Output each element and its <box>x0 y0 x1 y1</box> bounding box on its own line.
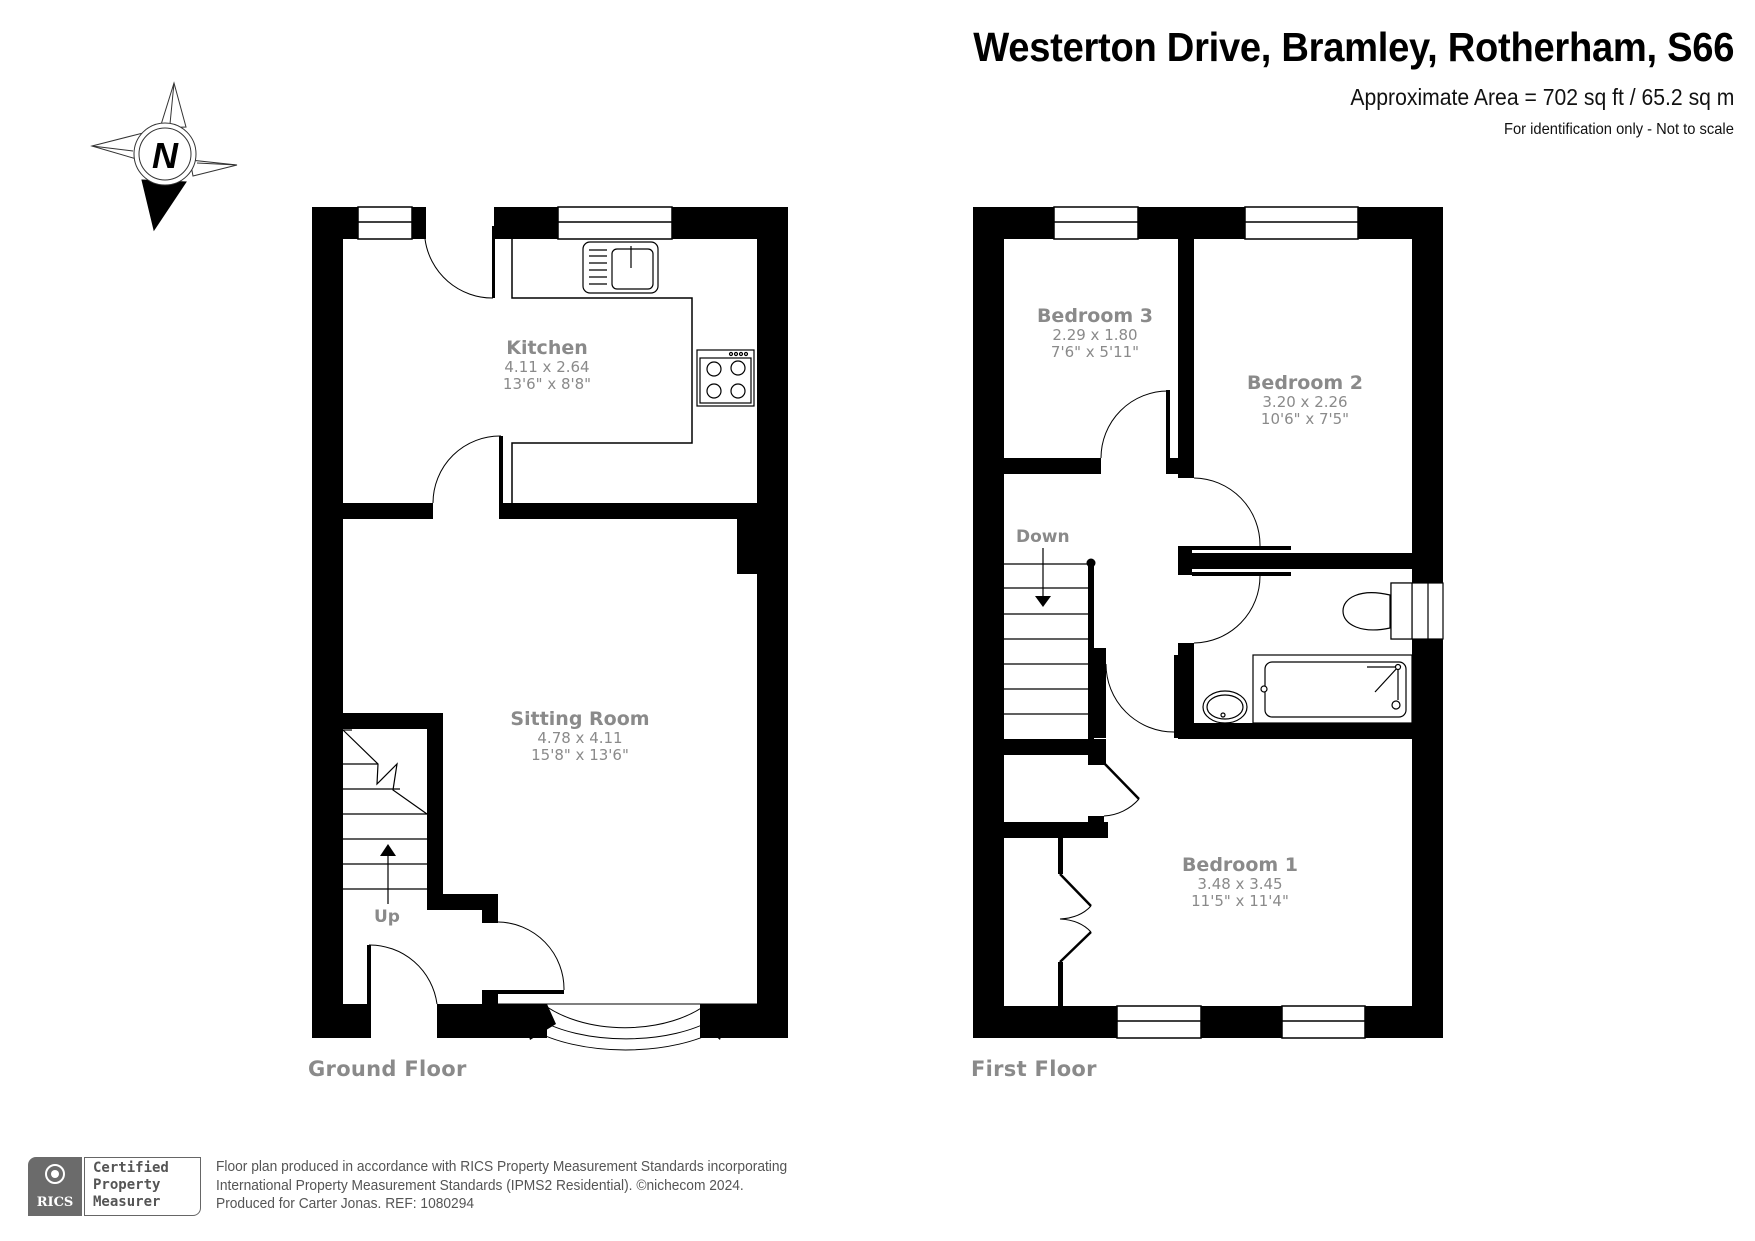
room-name: Bedroom 1 <box>1181 854 1299 876</box>
certified-measurer-label: Certified Property Measurer <box>84 1157 201 1216</box>
footer-credits: Floor plan produced in accordance with R… <box>216 1158 787 1214</box>
svg-text:N: N <box>152 135 179 176</box>
rics-logo: RICS <box>28 1157 82 1216</box>
room-dimensions-imperial: 11'5" x 11'4" <box>1191 892 1289 911</box>
room-name: Bedroom 2 <box>1246 372 1364 394</box>
rics-certified-badge: RICS Certified Property Measurer <box>28 1157 203 1216</box>
room-name: Kitchen <box>506 337 588 359</box>
footer-line: Floor plan produced in accordance with R… <box>216 1159 788 1175</box>
room-dimensions-imperial: 15'8" x 13'6" <box>531 746 629 765</box>
room-name: Sitting Room <box>510 708 650 730</box>
property-title: Westerton Drive, Bramley, Rotherham, S66 <box>973 24 1734 70</box>
stairs-up-label: Up <box>374 907 400 927</box>
rics-wordmark: RICS <box>36 1195 74 1210</box>
room-kitchen: Kitchen 4.11 x 2.64 13'6" x 8'8" <box>487 337 607 394</box>
ground-floor-label: Ground Floor <box>308 1057 467 1081</box>
rics-lion-icon <box>45 1164 65 1184</box>
room-dimensions-metric: 3.20 x 2.26 <box>1262 393 1348 412</box>
badge-line-1: Certified <box>93 1160 169 1176</box>
room-name: Bedroom 3 <box>1036 305 1154 327</box>
badge-line-2: Property <box>93 1177 161 1193</box>
approximate-area: Approximate Area = 702 sq ft / 65.2 sq m <box>1349 84 1734 110</box>
badge-line-3: Measurer <box>93 1194 161 1210</box>
room-dimensions-metric: 2.29 x 1.80 <box>1052 326 1138 345</box>
room-bedroom-2: Bedroom 2 3.20 x 2.26 10'6" x 7'5" <box>1240 372 1370 429</box>
room-dimensions-metric: 4.78 x 4.11 <box>537 729 623 748</box>
room-sitting-room: Sitting Room 4.78 x 4.11 15'8" x 13'6" <box>500 708 660 765</box>
room-dimensions-imperial: 13'6" x 8'8" <box>502 375 592 394</box>
room-dimensions-imperial: 10'6" x 7'5" <box>1260 410 1350 429</box>
ground-floor-plan <box>312 206 788 1051</box>
stairs-down-label: Down <box>1016 527 1070 547</box>
first-floor-label: First Floor <box>971 1057 1097 1081</box>
footer-line: International Property Measurement Stand… <box>216 1177 744 1194</box>
room-bedroom-1: Bedroom 1 3.48 x 3.45 11'5" x 11'4" <box>1175 854 1305 911</box>
compass-north-icon: N <box>90 81 238 232</box>
scale-disclaimer: For identification only - Not to scale <box>1504 121 1734 138</box>
room-dimensions-metric: 3.48 x 3.45 <box>1197 875 1283 894</box>
room-bedroom-3: Bedroom 3 2.29 x 1.80 7'6" x 5'11" <box>1030 305 1160 362</box>
room-dimensions-imperial: 7'6" x 5'11" <box>1050 343 1140 362</box>
room-dimensions-metric: 4.11 x 2.64 <box>504 358 590 377</box>
first-floor-plan <box>973 206 1444 1039</box>
footer-line: Produced for Carter Jonas. REF: 1080294 <box>216 1196 475 1212</box>
